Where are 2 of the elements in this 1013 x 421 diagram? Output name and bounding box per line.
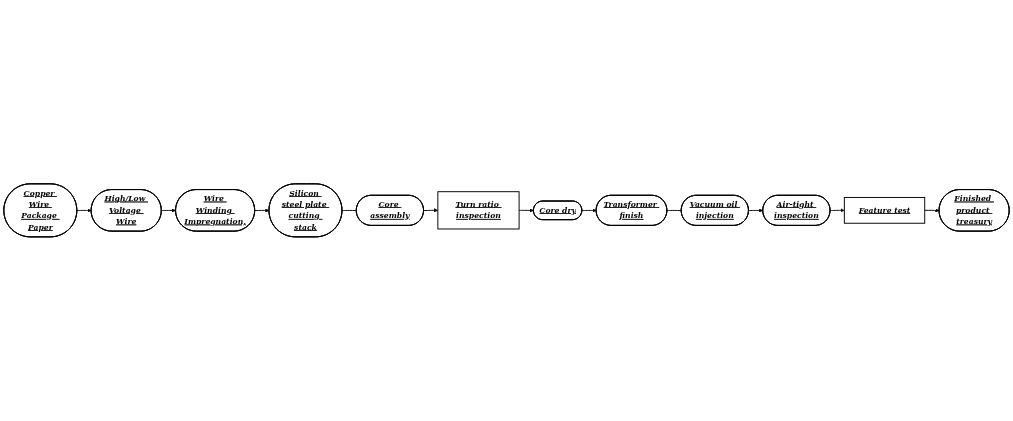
connector bbox=[666, 210, 682, 212]
connector bbox=[341, 210, 357, 212]
